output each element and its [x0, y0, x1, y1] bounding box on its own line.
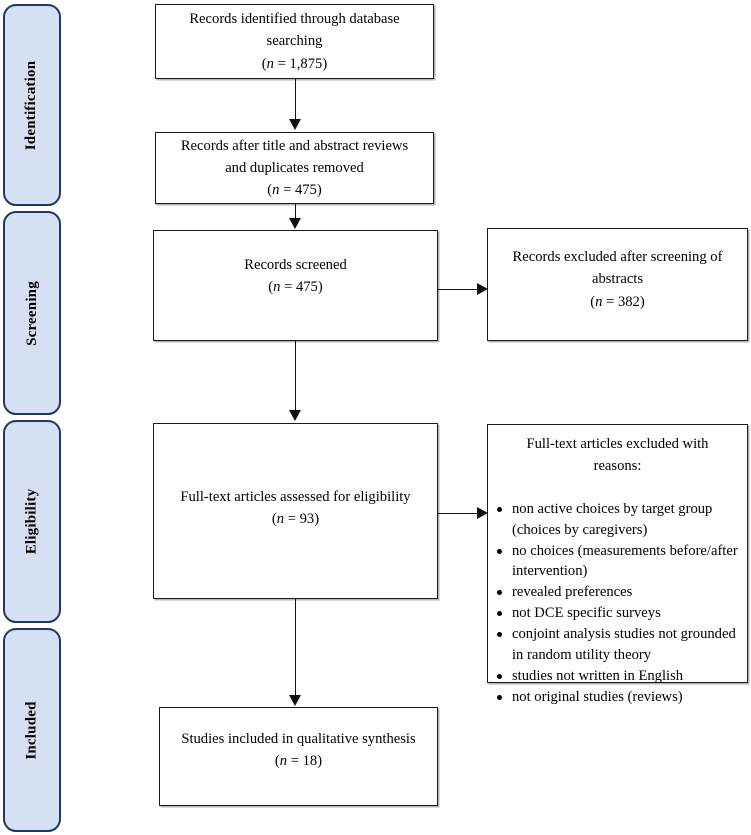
- excluded-abstracts-count: (n = 382): [590, 293, 645, 310]
- arrow-down-icon-eligibility-to-included: [289, 695, 301, 706]
- box-records-identified: Records identified through database sear…: [155, 4, 434, 79]
- arrow-down-icon-screened-to-eligibility: [289, 410, 301, 421]
- excluded-reasons-list: non active choices by target group (choi…: [495, 499, 740, 708]
- reason-item: no choices (measurements before/after in…: [495, 541, 740, 583]
- connector-screened-to-eligibility: [295, 341, 296, 412]
- box-records-screened: Records screened (n = 475): [153, 230, 438, 341]
- after-dedup-line1: Records after title and abstract reviews: [180, 137, 409, 154]
- stage-screening: Screening: [3, 211, 61, 415]
- arrow-down-icon-identified-to-dedup: [289, 119, 301, 130]
- box-fulltext-assessed: Full-text articles assessed for eligibil…: [153, 423, 438, 599]
- stage-label-screening: Screening: [23, 280, 40, 346]
- stage-identification: Identification: [3, 4, 61, 206]
- reason-item: not original studies (reviews): [495, 687, 740, 708]
- excluded-abstracts-line2: abstracts: [591, 271, 644, 288]
- stage-label-identification: Identification: [23, 60, 40, 150]
- arrow-down-icon-dedup-to-screened: [289, 218, 301, 229]
- reason-item: studies not written in English: [495, 666, 740, 687]
- after-dedup-line2: and duplicates removed: [225, 159, 364, 176]
- connector-identified-to-dedup: [295, 79, 296, 121]
- box-fulltext-excluded-reasons: Full-text articles excluded with reasons…: [487, 424, 748, 705]
- excluded-reasons-heading-line2: reasons:: [593, 457, 642, 474]
- reason-item: conjoint analysis studies not grounded i…: [495, 624, 740, 666]
- connector-eligibility-to-included: [295, 599, 296, 698]
- stage-label-eligibility: Eligibility: [23, 488, 40, 555]
- stage-label-included: Included: [23, 700, 40, 760]
- connector-screened-to-excluded: [438, 289, 480, 290]
- eligibility-line1: Full-text articles assessed for eligibil…: [180, 489, 411, 505]
- records-screened-count: (n = 475): [268, 279, 323, 296]
- stage-eligibility: Eligibility: [3, 420, 61, 623]
- records-identified-line2: searching: [266, 33, 323, 50]
- records-identified-line1: Records identified through database: [189, 11, 400, 27]
- connector-eligibility-to-excluded: [438, 513, 480, 514]
- records-identified-count: (n = 1,875): [261, 55, 328, 72]
- reason-item: revealed preferences: [495, 582, 740, 603]
- reason-item: non active choices by target group (choi…: [495, 499, 740, 541]
- arrow-right-icon-screened-to-excluded: [477, 283, 488, 295]
- records-screened-line1: Records screened: [244, 257, 347, 273]
- box-records-after-dedup: Records after title and abstract reviews…: [155, 132, 434, 204]
- box-records-excluded-abstracts: Records excluded after screening of abst…: [487, 228, 748, 341]
- connector-dedup-to-screened: [295, 204, 296, 220]
- reason-item: not DCE specific surveys: [495, 603, 740, 624]
- included-line1: Studies included in qualitative synthesi…: [181, 731, 416, 747]
- after-dedup-count: (n = 475): [267, 182, 322, 199]
- stage-included: Included: [3, 628, 61, 832]
- arrow-right-icon-eligibility-to-excluded: [477, 507, 488, 519]
- box-studies-included: Studies included in qualitative synthesi…: [159, 707, 438, 806]
- excluded-reasons-heading-line1: Full-text articles excluded with: [526, 436, 709, 452]
- excluded-abstracts-line1: Records excluded after screening of: [512, 249, 723, 265]
- included-count: (n = 18): [274, 753, 323, 770]
- eligibility-count: (n = 93): [271, 511, 320, 528]
